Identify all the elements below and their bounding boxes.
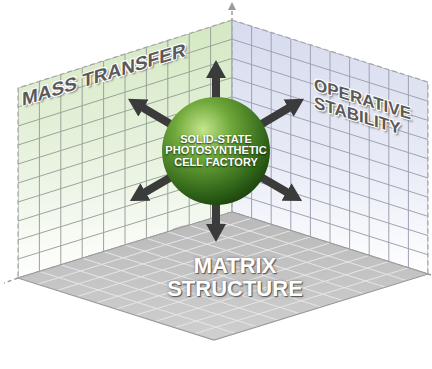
sphere-label: SOLID-STATE PHOTOSYNTHETIC CELL FACTORY (164, 134, 268, 169)
sphere-node: SOLID-STATE PHOTOSYNTHETIC CELL FACTORY (161, 96, 271, 206)
axis-label: MATRIX STRUCTURE (145, 254, 325, 300)
grid-lines (18, 212, 428, 340)
